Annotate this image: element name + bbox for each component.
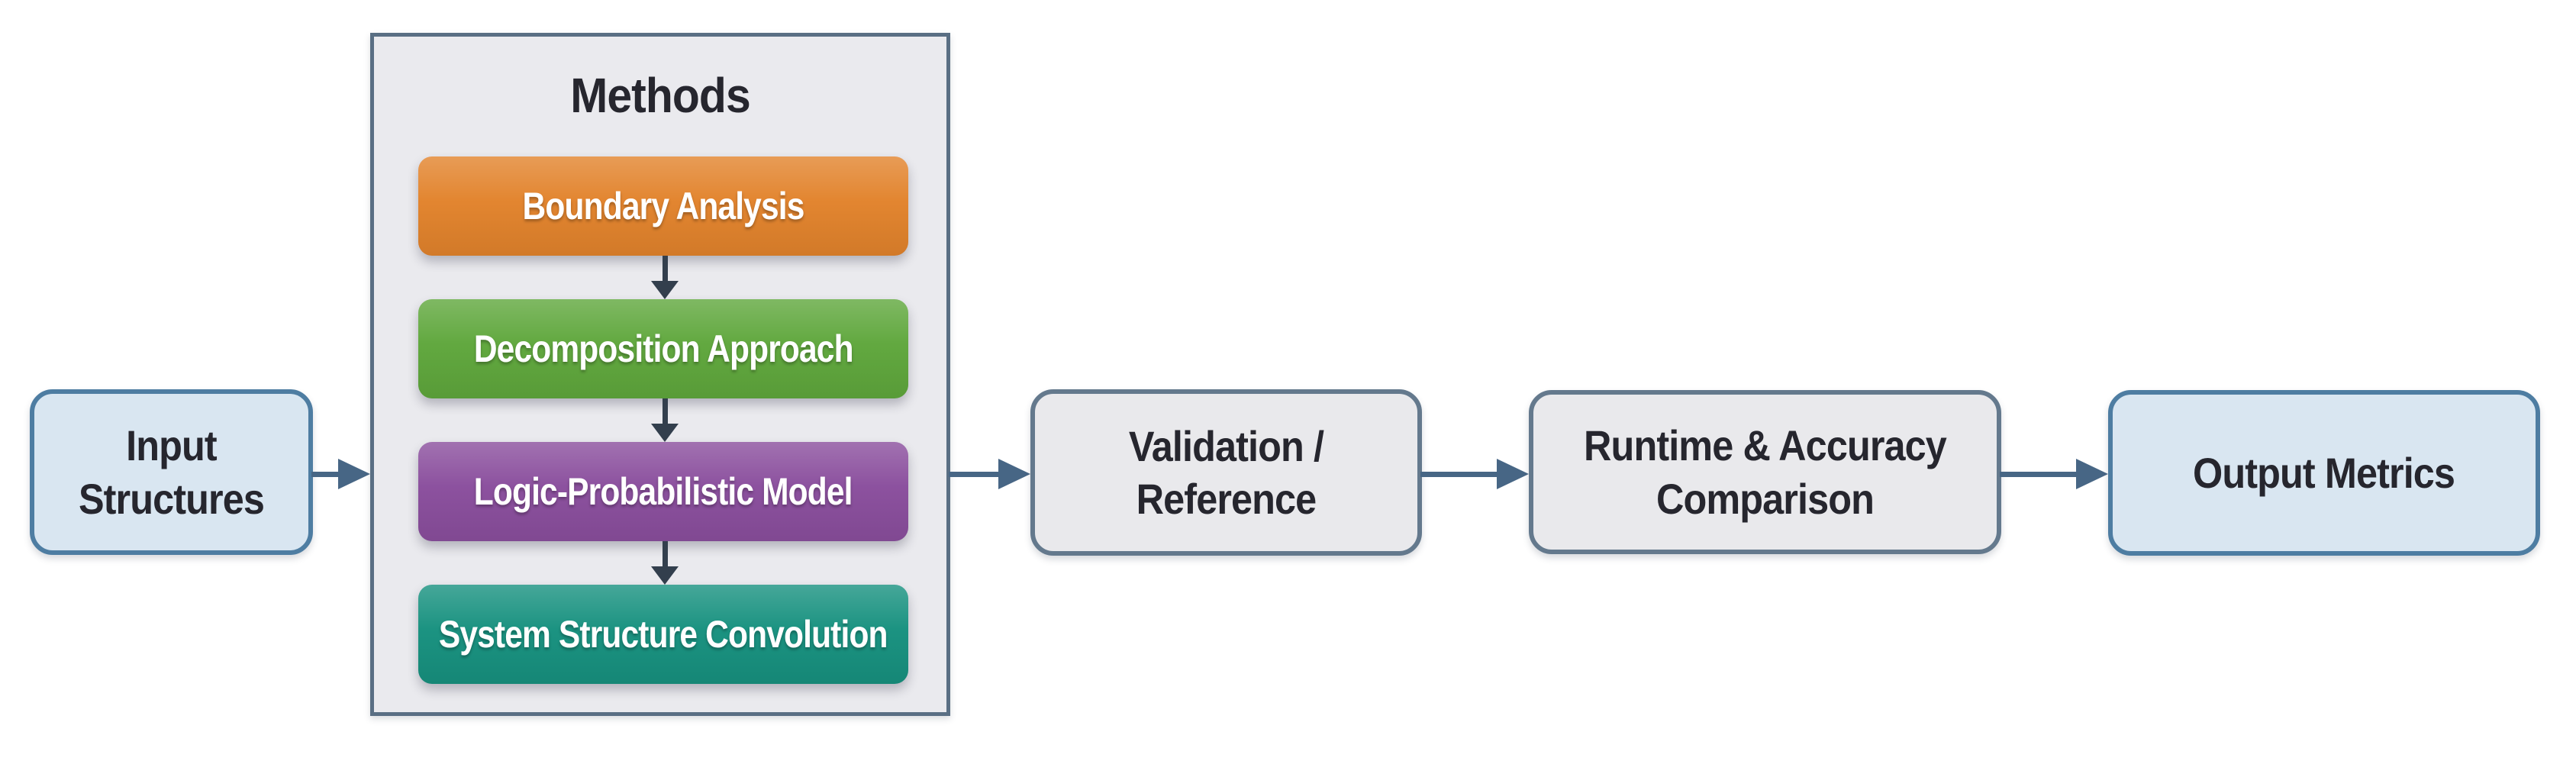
connector-decomposition-to-logic xyxy=(651,398,679,442)
connector-boundary-to-decomposition xyxy=(651,256,679,299)
method-box-label: Logic-Probabilistic Model xyxy=(474,470,853,513)
connector-methods-to-validation xyxy=(949,459,1030,489)
method-box-label: Decomposition Approach xyxy=(473,327,854,370)
arrow-shaft xyxy=(949,471,998,477)
method-box-label: Boundary Analysis xyxy=(522,185,805,227)
node-output-metrics: Output Metrics xyxy=(2108,390,2540,556)
method-box-boundary-analysis: Boundary Analysis xyxy=(418,156,908,256)
arrow-shaft xyxy=(662,398,668,424)
arrow-shaft xyxy=(1420,471,1497,477)
method-box-label: System Structure Convolution xyxy=(439,613,888,656)
node-input-structures: Input Structures xyxy=(30,389,313,555)
arrow-down-icon xyxy=(651,424,679,442)
arrow-right-icon xyxy=(998,459,1030,489)
connector-logic-to-convolution xyxy=(651,541,679,585)
node-input-structures-label: Input Structures xyxy=(78,421,265,523)
connector-validation-to-runtime xyxy=(1420,459,1529,489)
method-box-logic-probabilistic-model: Logic-Probabilistic Model xyxy=(418,442,908,541)
node-validation-reference: Validation / Reference xyxy=(1030,389,1422,556)
node-output-metrics-label: Output Metrics xyxy=(2193,448,2455,497)
connector-runtime-to-output xyxy=(2000,459,2108,489)
method-box-system-structure-convolution: System Structure Convolution xyxy=(418,585,908,684)
methods-group: Methods Boundary Analysis Decomposition … xyxy=(370,33,950,716)
arrow-right-icon xyxy=(338,459,370,489)
arrow-shaft xyxy=(2000,471,2076,477)
arrow-down-icon xyxy=(651,281,679,299)
arrow-down-icon xyxy=(651,566,679,585)
connector-input-to-methods xyxy=(311,459,370,489)
arrow-right-icon xyxy=(2076,459,2108,489)
node-validation-reference-label: Validation / Reference xyxy=(1128,421,1324,523)
node-runtime-accuracy-comparison: Runtime & Accuracy Comparison xyxy=(1529,390,2001,554)
arrow-shaft xyxy=(311,471,338,477)
arrow-right-icon xyxy=(1497,459,1529,489)
method-box-decomposition-approach: Decomposition Approach xyxy=(418,299,908,398)
arrow-shaft xyxy=(662,256,668,281)
methods-group-title: Methods xyxy=(570,68,751,123)
arrow-shaft xyxy=(662,541,668,566)
node-runtime-accuracy-comparison-label: Runtime & Accuracy Comparison xyxy=(1584,421,1947,523)
